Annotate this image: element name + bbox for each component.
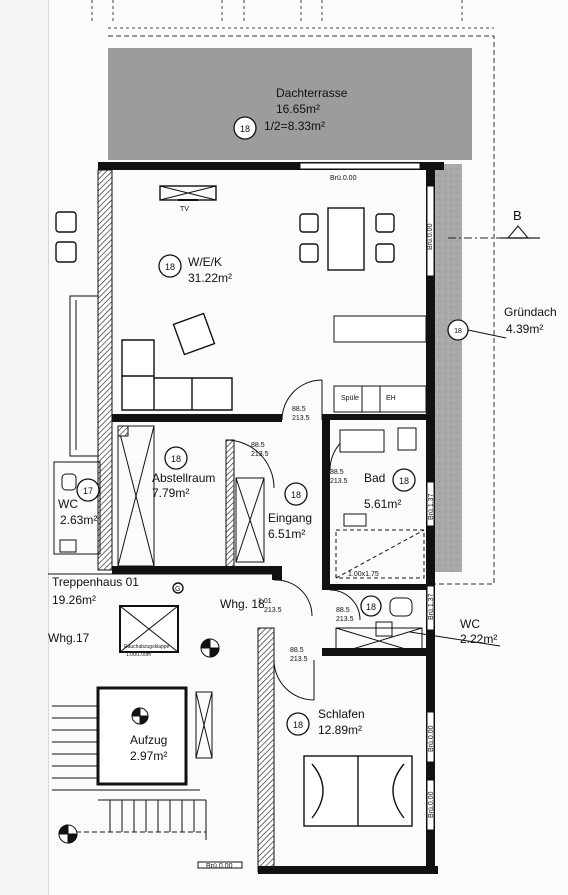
dim-door1-top: 88.5	[292, 406, 306, 413]
wardrobe	[235, 477, 265, 563]
wc18-area: 2.22m²	[460, 632, 497, 646]
dim-brh-right4: Brü.0.00	[428, 725, 435, 752]
dim-door4-top: 88.5	[336, 607, 350, 614]
roof-outline	[108, 35, 495, 585]
dim-door2-top: 88.5	[251, 442, 265, 449]
section-marker	[448, 225, 540, 239]
dim-brh-right5: Brü.0.00	[428, 791, 435, 818]
dim-brh-right2: Brü.1.37	[428, 493, 435, 520]
stairs	[52, 705, 207, 840]
gruendach-name: Gründach	[504, 305, 557, 319]
neighbor-kitchen	[69, 295, 99, 457]
dim-door3-top: 88.5	[330, 469, 344, 476]
dachterrasse-name: Dachterrasse	[276, 86, 348, 100]
top-window	[299, 162, 421, 170]
dim-door3-bottom: 213.5	[330, 478, 348, 485]
windows	[197, 185, 435, 869]
wc18-name: WC	[460, 617, 480, 631]
hatch-size: 1.00/1.00m	[126, 652, 151, 658]
wek-area: 31.22m²	[188, 271, 232, 285]
room-number-circles	[76, 116, 469, 736]
gruendach-number: 18	[454, 328, 462, 335]
eingang-number: 18	[291, 490, 301, 500]
neighbor-wc	[53, 461, 101, 555]
whg18-label: Whg. 18	[220, 597, 265, 611]
wc-leader	[409, 631, 501, 647]
wek-number: 18	[165, 262, 175, 272]
dim-brh-bottom: Brü.0.00	[206, 863, 233, 870]
dining-set	[299, 207, 395, 271]
eingang-area: 6.51m²	[268, 527, 305, 541]
wek-name: W/E/K	[188, 255, 222, 269]
shower-size: 1.00x1.75	[348, 571, 379, 578]
dim-door5-top: 88.5	[290, 647, 304, 654]
whg17-label: Whg.17	[48, 631, 90, 645]
dachterrasse-half: 1/2=8.33m²	[264, 119, 325, 133]
wc18-number: 18	[366, 602, 376, 612]
detector-icons	[58, 638, 220, 844]
dachterrasse-area-text: 16.65m²	[276, 102, 320, 116]
wc17-name: WC	[58, 497, 78, 511]
bad-number: 18	[399, 476, 409, 486]
kitchen-counter	[333, 315, 427, 413]
abstellraum-area: 7.79m²	[152, 486, 189, 500]
dim-door5-bottom: 213.5	[290, 656, 308, 663]
dim-brh-top: Brü.0.00	[330, 175, 357, 182]
walls	[97, 162, 444, 874]
abstellraum-name: Abstellraum	[152, 471, 215, 485]
bad-area: 5.61m²	[364, 497, 401, 511]
gruendach-area	[432, 164, 462, 572]
g-marker: G	[175, 586, 180, 593]
treppenhaus-name: Treppenhaus 01	[52, 575, 139, 589]
dim-door2-bottom: 213.5	[251, 451, 269, 458]
bed	[303, 755, 413, 827]
abstellraum-number: 18	[171, 454, 181, 464]
tv-label: TV	[180, 206, 189, 213]
dachterrasse-number: 18	[240, 124, 250, 134]
storage-cross	[117, 425, 155, 567]
dim-brh-right3: Brü.1.37	[428, 593, 435, 620]
gruendach-area-text: 4.39m²	[506, 322, 543, 336]
eh-label: EH	[386, 395, 396, 402]
bath-fixtures	[335, 427, 425, 579]
wc17-number: 17	[83, 486, 93, 496]
dachterrasse-area	[108, 48, 472, 160]
dim-whg-door2: 213.5	[264, 607, 282, 614]
bad-name: Bad	[364, 471, 385, 485]
dim-brh-right1: Brü.0.00	[427, 223, 434, 250]
schlafen-name: Schlafen	[318, 707, 365, 721]
spuele-label: Spüle	[341, 395, 359, 402]
neighbor-chairs	[55, 211, 77, 263]
dim-whg-door: 1.01	[258, 598, 272, 605]
page-margin-strip	[0, 0, 49, 895]
schlafen-number: 18	[293, 720, 303, 730]
aufzug-name: Aufzug	[130, 733, 167, 747]
dim-door1-bottom: 213.5	[292, 415, 310, 422]
wc17-area: 2.63m²	[60, 513, 97, 527]
gruendach-leader	[467, 329, 507, 339]
top-dashes	[91, 0, 494, 29]
section-letter: B	[513, 208, 522, 223]
tv-icon	[159, 185, 217, 201]
aufzug-area: 2.97m²	[130, 749, 167, 763]
dim-door4-bottom: 213.5	[336, 616, 354, 623]
eingang-name: Eingang	[268, 511, 312, 525]
wc-fixtures	[335, 597, 423, 655]
stairwell	[48, 573, 274, 786]
schlafen-area: 12.89m²	[318, 723, 362, 737]
treppenhaus-area: 19.26m²	[52, 593, 96, 607]
hatch-label: Rauchabzugsklappe	[124, 644, 170, 650]
sofa	[121, 312, 233, 411]
